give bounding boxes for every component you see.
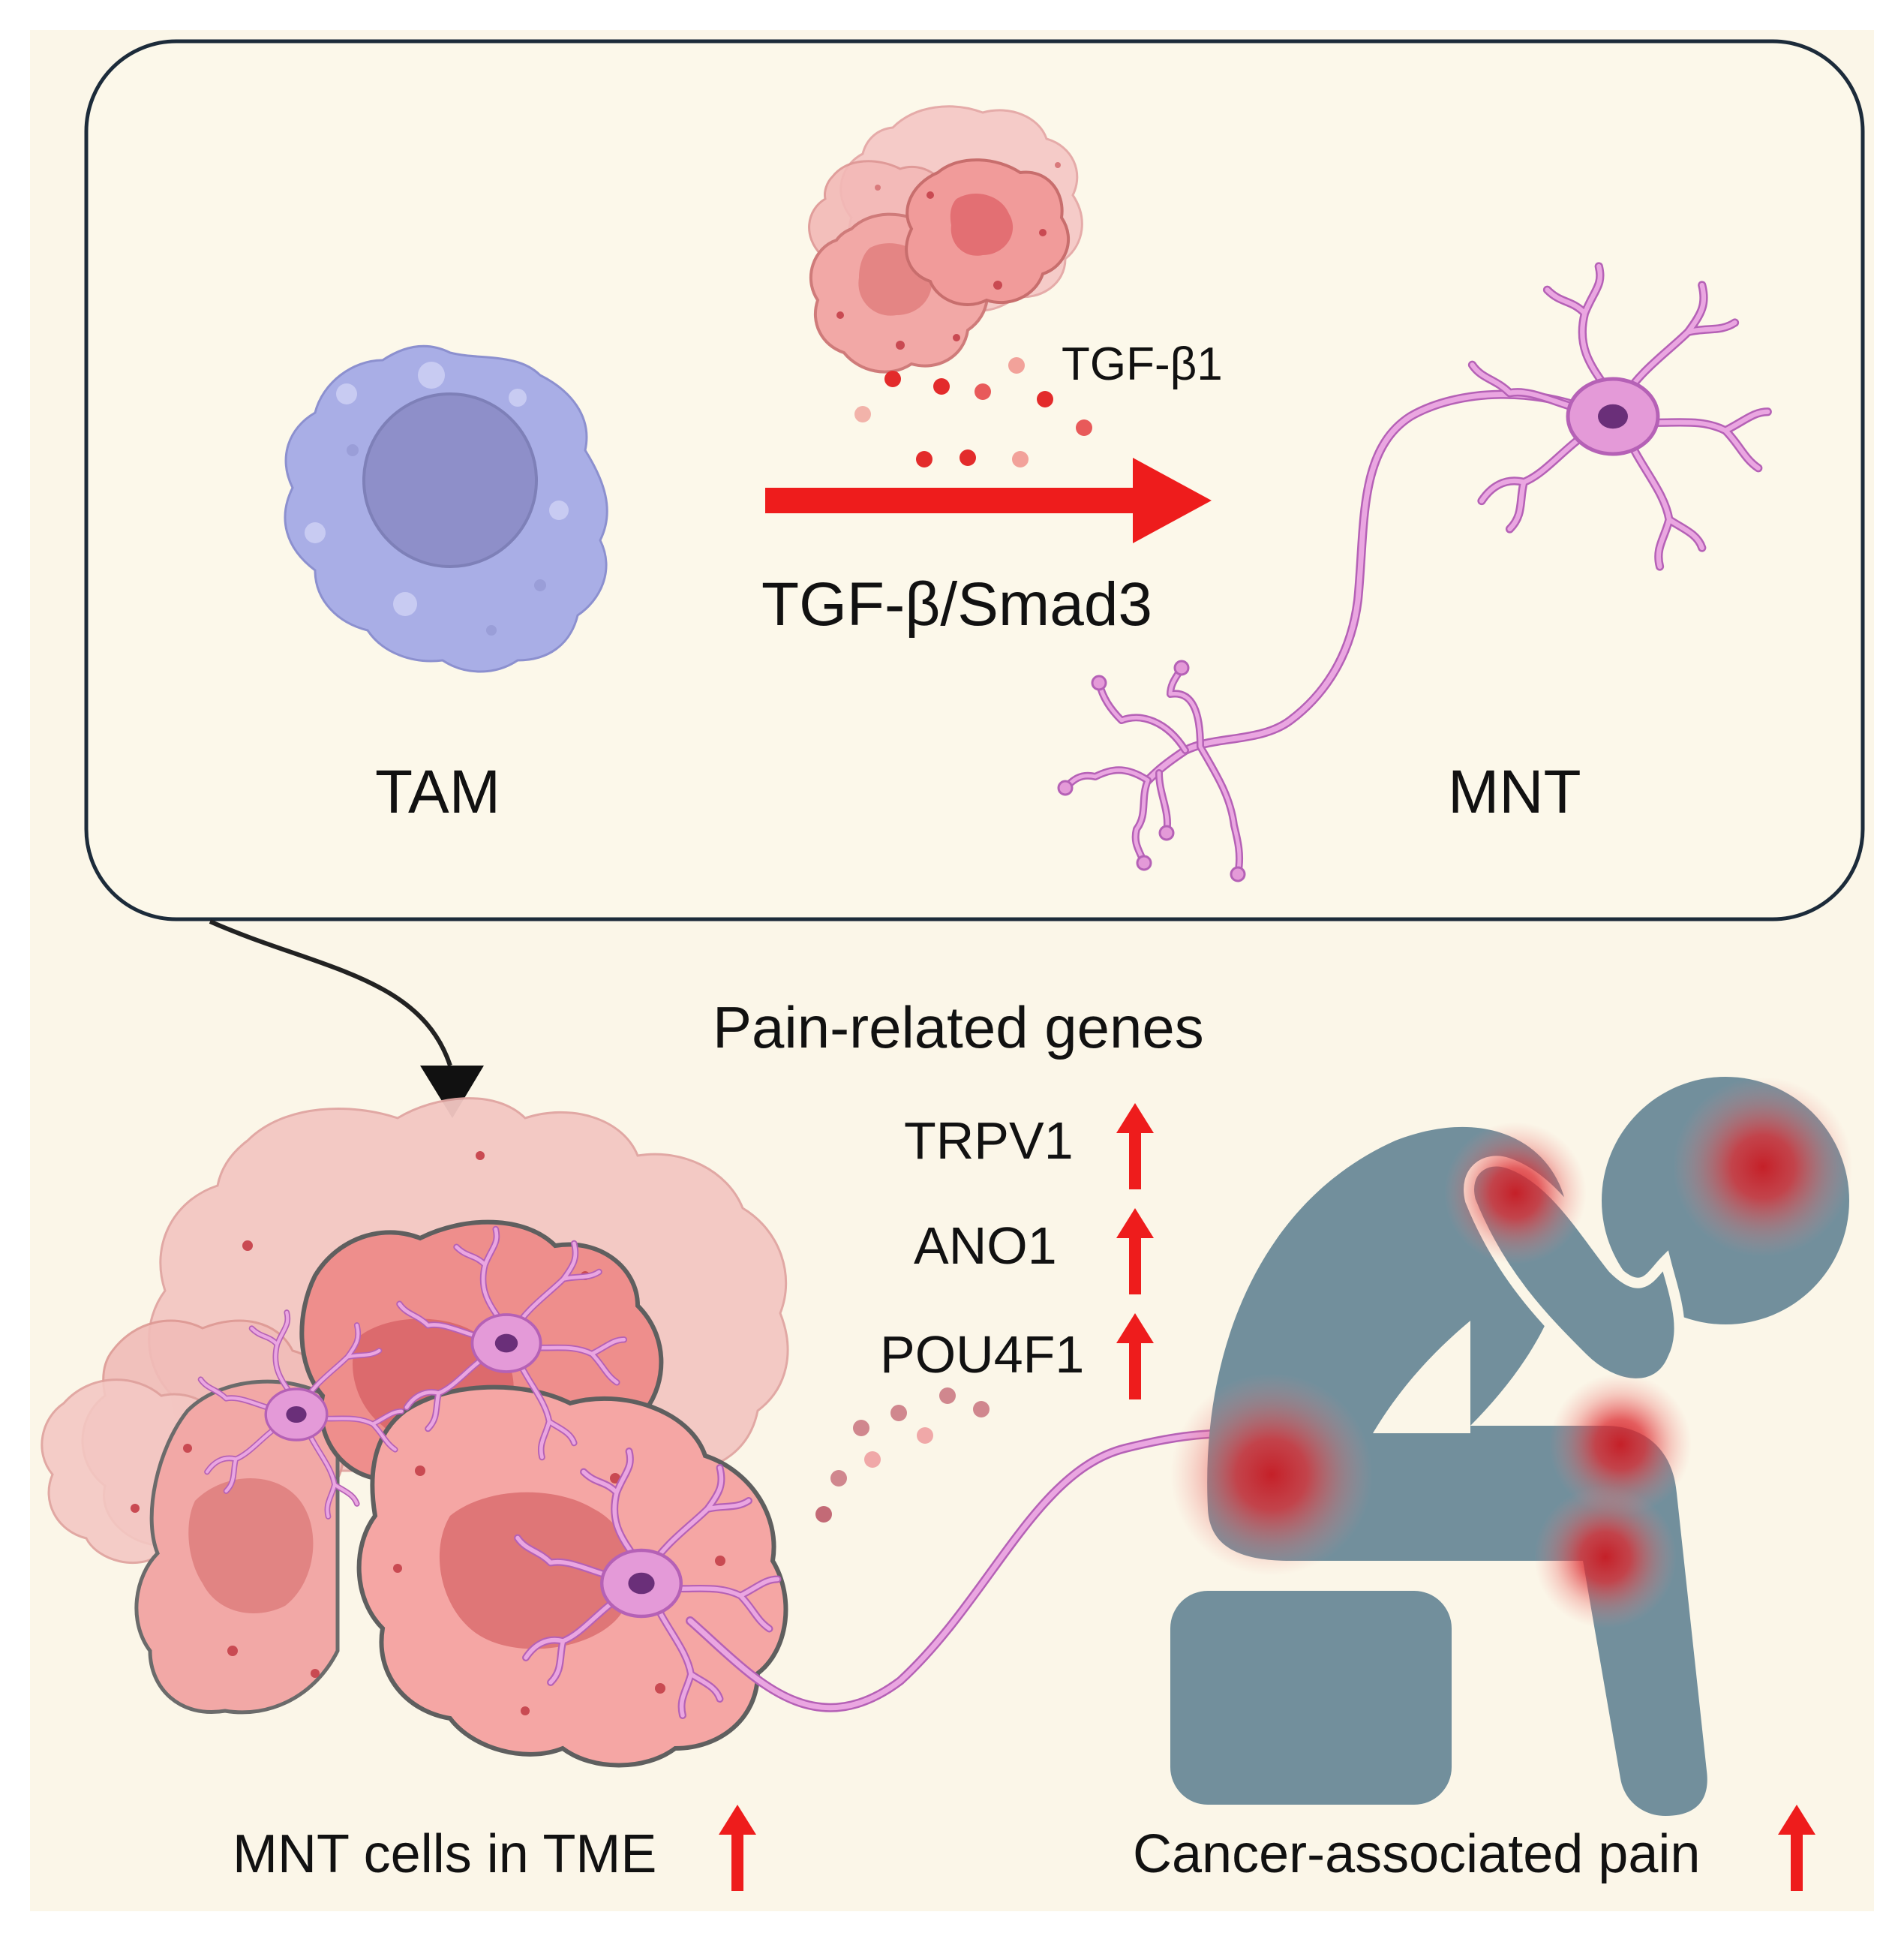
- gene-pou4f1: POU4F1: [880, 1325, 1085, 1384]
- up-arrow-icon: [719, 1805, 756, 1891]
- mechanism-panel: [84, 39, 1865, 921]
- up-arrow-icon: [1116, 1103, 1154, 1189]
- right-outcome-label: Cancer-associated pain: [1133, 1824, 1701, 1884]
- pathway-arrow: [765, 458, 1212, 543]
- tam-nucleus: [362, 392, 538, 568]
- up-arrow-icon: [1116, 1208, 1154, 1294]
- source-cell-label: TAM: [375, 758, 501, 826]
- mnt-neuron-top: [1057, 266, 1767, 882]
- tumor-mass-bottom: [41, 1097, 789, 1768]
- gene-trpv1: TRPV1: [904, 1111, 1074, 1170]
- tumor-cells-top: [808, 105, 1083, 374]
- torso: [1207, 1126, 1707, 1816]
- tam-cell: [284, 344, 608, 673]
- signal-label: TGF-β1: [1062, 338, 1223, 390]
- connector-arrow: [209, 919, 484, 1118]
- pathway-label: TGF-β/Smad3: [761, 570, 1153, 639]
- pain-glows: [1170, 1077, 1853, 1628]
- genes-heading: Pain-related genes: [713, 994, 1204, 1060]
- tgf-b1-particles: [854, 357, 1092, 467]
- seat: [1170, 1591, 1452, 1805]
- gene-ano1: ANO1: [914, 1216, 1057, 1275]
- up-arrow-icon: [1116, 1313, 1154, 1399]
- target-cell-label: MNT: [1448, 758, 1581, 826]
- left-outcome-label: MNT cells in TME: [233, 1824, 657, 1884]
- gene-particles: [815, 1387, 990, 1523]
- up-arrow-icon: [1778, 1805, 1815, 1891]
